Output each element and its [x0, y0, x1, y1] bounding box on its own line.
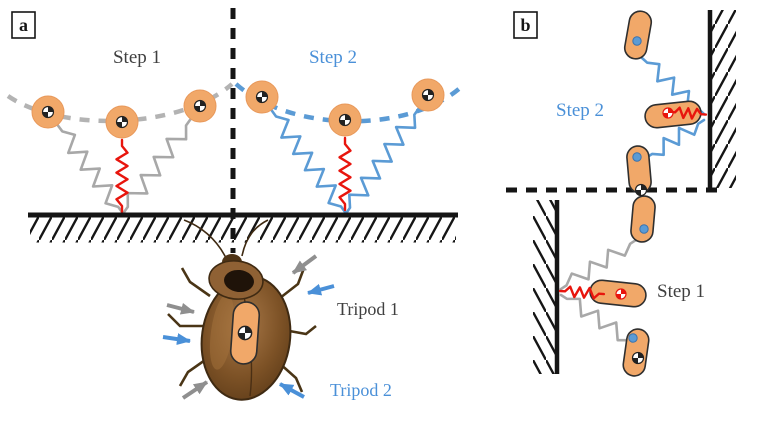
step1-middle-red-spring	[115, 138, 129, 214]
panel-b-label-box	[513, 11, 538, 39]
step1-left-leg-spring	[56, 123, 125, 215]
tripod2-arrow-icon	[279, 382, 305, 399]
step1-masses	[31, 89, 217, 139]
panel-b-label: b	[520, 15, 530, 35]
red-center-of-mass-icon	[662, 107, 674, 119]
step1-upper-leg-spring	[559, 238, 638, 291]
step2-label-b: Step 2	[556, 100, 604, 121]
tripod1-label: Tripod 1	[337, 299, 399, 319]
body-segment	[630, 195, 656, 243]
step1-red-spring	[558, 285, 606, 300]
step1-label-b: Step 1	[657, 281, 705, 302]
center-of-mass-icon	[338, 113, 352, 127]
body-segment	[623, 10, 653, 60]
tripod1-arrow-icon	[181, 380, 209, 400]
center-of-mass-icon	[634, 183, 648, 197]
tripod1-arrow-icon	[166, 302, 195, 315]
right-wall-hatching	[712, 10, 736, 188]
step1-right-leg-spring	[121, 117, 192, 215]
center-of-mass-icon	[115, 115, 129, 129]
center-of-mass-icon	[237, 325, 253, 341]
panel-a-label-box	[11, 11, 36, 39]
step2-red-spring	[668, 106, 708, 120]
cockroach-photo	[167, 219, 317, 401]
tripod2-arrow-icon	[162, 333, 191, 346]
center-of-mass-icon	[255, 90, 269, 104]
center-of-mass-icon	[631, 351, 645, 365]
foot-contact-dot	[628, 333, 638, 343]
foot-contact-dot	[632, 152, 642, 162]
step2-lower-leg-spring	[644, 118, 706, 160]
center-of-mass-icon	[421, 88, 435, 102]
tripod1-arrow-icon	[291, 254, 318, 275]
center-of-mass-icon	[193, 99, 207, 113]
left-wall-hatching	[533, 200, 555, 374]
panel-b: b Step 2 Step 1	[506, 10, 736, 377]
panel-a: a Step 1 Step 2	[6, 8, 462, 401]
tripod1-arrows	[166, 254, 318, 400]
step2-masses	[245, 78, 445, 137]
segment-markers	[615, 36, 674, 365]
tripod2-arrows	[162, 283, 335, 399]
step1-label: Step 1	[113, 47, 161, 68]
foot-contact-dot	[632, 36, 642, 46]
tripod2-label: Tripod 2	[330, 380, 392, 400]
tripod2-arrow-icon	[307, 283, 335, 296]
step1-lower-leg-spring	[559, 293, 638, 346]
center-of-mass-icon	[41, 105, 55, 119]
ground-hatching	[30, 217, 456, 243]
step2-right-leg-spring	[344, 106, 421, 216]
antenna	[241, 219, 269, 257]
foot-contact-dot	[639, 224, 649, 234]
pronotum-spot	[224, 269, 254, 293]
antenna	[183, 219, 227, 259]
step2-label: Step 2	[309, 47, 357, 68]
wing-highlight	[209, 294, 235, 370]
red-center-of-mass-icon	[615, 288, 627, 300]
step2-middle-red-spring	[338, 136, 352, 212]
panel-a-label: a	[19, 15, 28, 35]
step2-left-leg-spring	[270, 108, 347, 215]
